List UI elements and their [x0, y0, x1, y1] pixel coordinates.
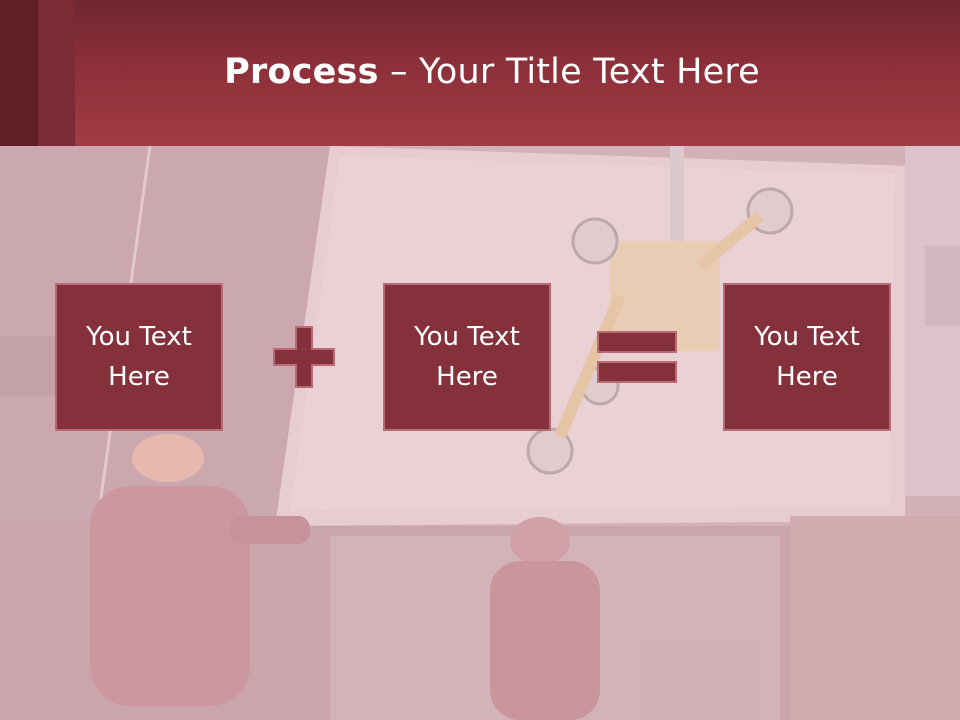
plus-icon — [273, 326, 335, 388]
process-box-3[interactable]: You Text Here — [723, 283, 891, 431]
header-accent-strip — [38, 0, 75, 146]
process-box-text: You Text Here — [86, 322, 192, 392]
process-box-text: You Text Here — [414, 322, 520, 392]
header-accent-strip — [0, 0, 38, 146]
title-header: Process – Your Title Text Here — [0, 0, 960, 146]
process-box-text: You Text Here — [754, 322, 860, 392]
title-bold: Process — [224, 52, 379, 92]
title-rest: – Your Title Text Here — [378, 52, 760, 92]
process-box-1[interactable]: You Text Here — [55, 283, 223, 431]
process-box-2[interactable]: You Text Here — [383, 283, 551, 431]
slide-title[interactable]: Process – Your Title Text Here — [0, 52, 960, 92]
equals-icon — [597, 331, 677, 383]
photo-tint-overlay — [0, 146, 960, 720]
